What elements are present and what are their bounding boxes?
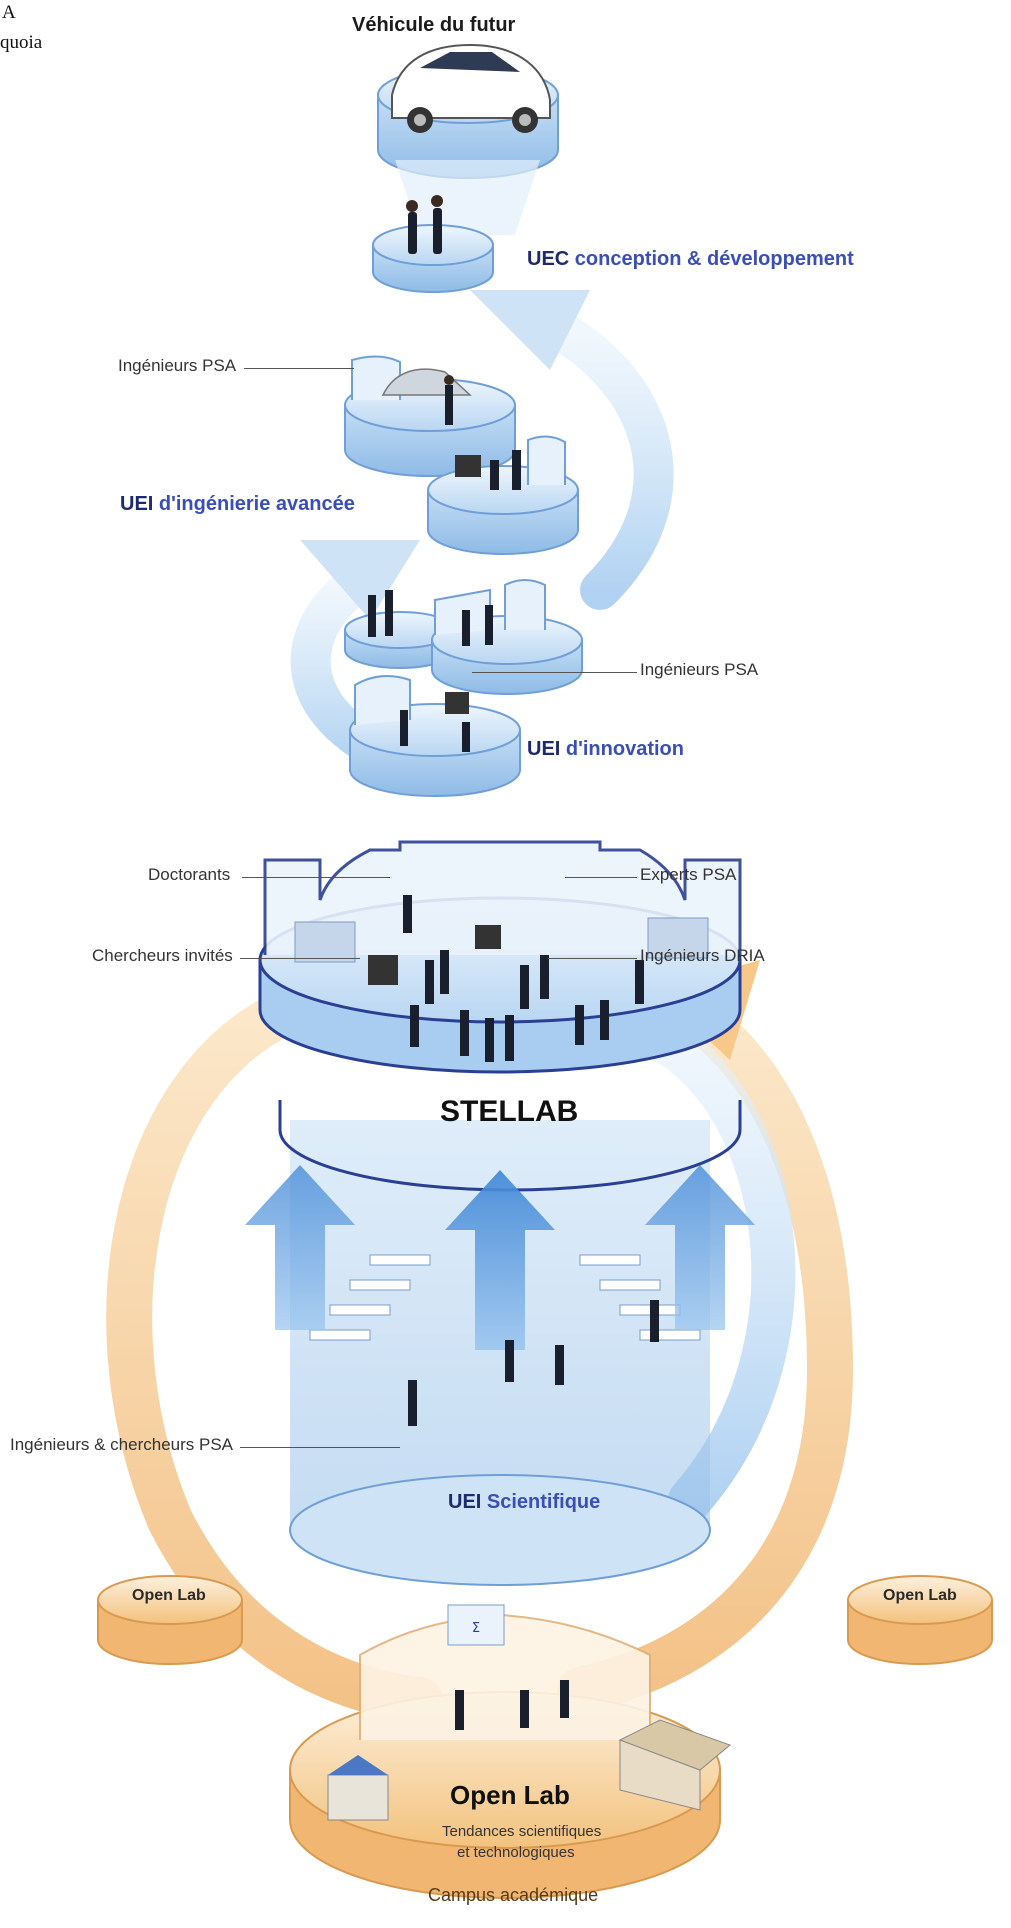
uec-label: UEC conception & développement — [527, 248, 854, 271]
platform-uei-innovation — [344, 579, 583, 797]
tendances-line-2: et technologiques — [457, 1844, 575, 1861]
blue-swoosh-low — [618, 1008, 796, 1522]
uec-text: conception & développement — [574, 248, 854, 270]
blue-swoosh-mid-head — [300, 540, 420, 620]
uei-avancee-acronym: UEI — [120, 493, 154, 515]
corner-text-line-1: A — [2, 2, 16, 23]
leader-chercheurs-invites — [240, 958, 360, 959]
label-experts-psa: Experts PSA — [640, 865, 737, 884]
platform-stellab — [258, 840, 742, 1074]
open-lab-right-label: Open Lab — [883, 1587, 957, 1604]
car-icon — [391, 43, 551, 133]
uei-scientifique-text: Scientifique — [486, 1491, 601, 1513]
up-arrow-center — [445, 1170, 555, 1350]
label-ingenieurs-psa-mid: Ingénieurs PSA — [640, 660, 759, 679]
leader-ingenieurs-chercheurs-psa — [240, 1447, 400, 1448]
platform-uec — [372, 195, 494, 293]
leader-doctorants — [242, 877, 390, 878]
people-icon — [406, 195, 443, 254]
people-icon — [403, 895, 644, 1062]
corner-text-line-2: quoia — [0, 32, 43, 53]
label-doctorants: Doctorants — [148, 865, 231, 884]
open-lab-left-label: Open Lab — [132, 1587, 206, 1604]
svg-text:Σ: Σ — [472, 1621, 480, 1636]
uec-acronym: UEC — [527, 248, 570, 270]
open-lab-center-title: Open Lab — [450, 1780, 570, 1810]
building-icon — [618, 1719, 731, 1811]
platform-open-lab-campus: Σ — [289, 1604, 731, 1899]
orange-loop-left — [106, 997, 443, 1723]
blue-swoosh-arrows — [290, 290, 796, 1522]
open-lab-disc-left — [97, 1575, 243, 1665]
orange-loop-right — [557, 997, 854, 1713]
label-chercheurs-invites: Chercheurs invités — [92, 946, 233, 965]
leader-ingenieurs-dria — [548, 958, 637, 959]
campus-label: Campus académique — [428, 1885, 599, 1905]
platform-uei-scientifique — [245, 1100, 755, 1586]
up-arrow-left — [245, 1165, 355, 1330]
uei-innovation-text: d'innovation — [565, 738, 684, 760]
stellab-title: STELLAB — [440, 1095, 579, 1128]
leader-ingenieurs-psa-mid — [472, 672, 637, 673]
label-ingenieurs-dria: Ingénieurs DRIA — [640, 946, 765, 965]
uei-avancee-text: d'ingénierie avancée — [158, 493, 355, 515]
blue-swoosh-top-head — [470, 290, 590, 370]
leader-experts-psa — [565, 877, 637, 878]
uei-innovation-label: UEI d'innovation — [527, 738, 684, 761]
label-ingenieurs-chercheurs-psa: Ingénieurs & chercheurs PSA — [10, 1435, 234, 1454]
tendances-line-1: Tendances scientifiques — [442, 1823, 602, 1840]
platform-uei-avancee — [344, 355, 579, 555]
label-ingenieurs-psa-top: Ingénieurs PSA — [118, 356, 237, 375]
blue-swoosh-top — [540, 310, 674, 610]
open-lab-disc-right — [847, 1575, 993, 1665]
uei-avancee-label: UEI d'ingénierie avancée — [120, 493, 355, 516]
platform-vehicule — [377, 43, 559, 235]
uei-scientifique-label: UEI Scientifique — [448, 1491, 600, 1514]
uei-innovation-acronym: UEI — [527, 738, 561, 760]
building-icon — [327, 1755, 389, 1821]
leader-ingenieurs-psa-top — [244, 368, 354, 369]
up-arrow-right — [645, 1165, 755, 1330]
top-title: Véhicule du futur — [352, 14, 516, 36]
uei-scientifique-acronym: UEI — [448, 1491, 482, 1513]
